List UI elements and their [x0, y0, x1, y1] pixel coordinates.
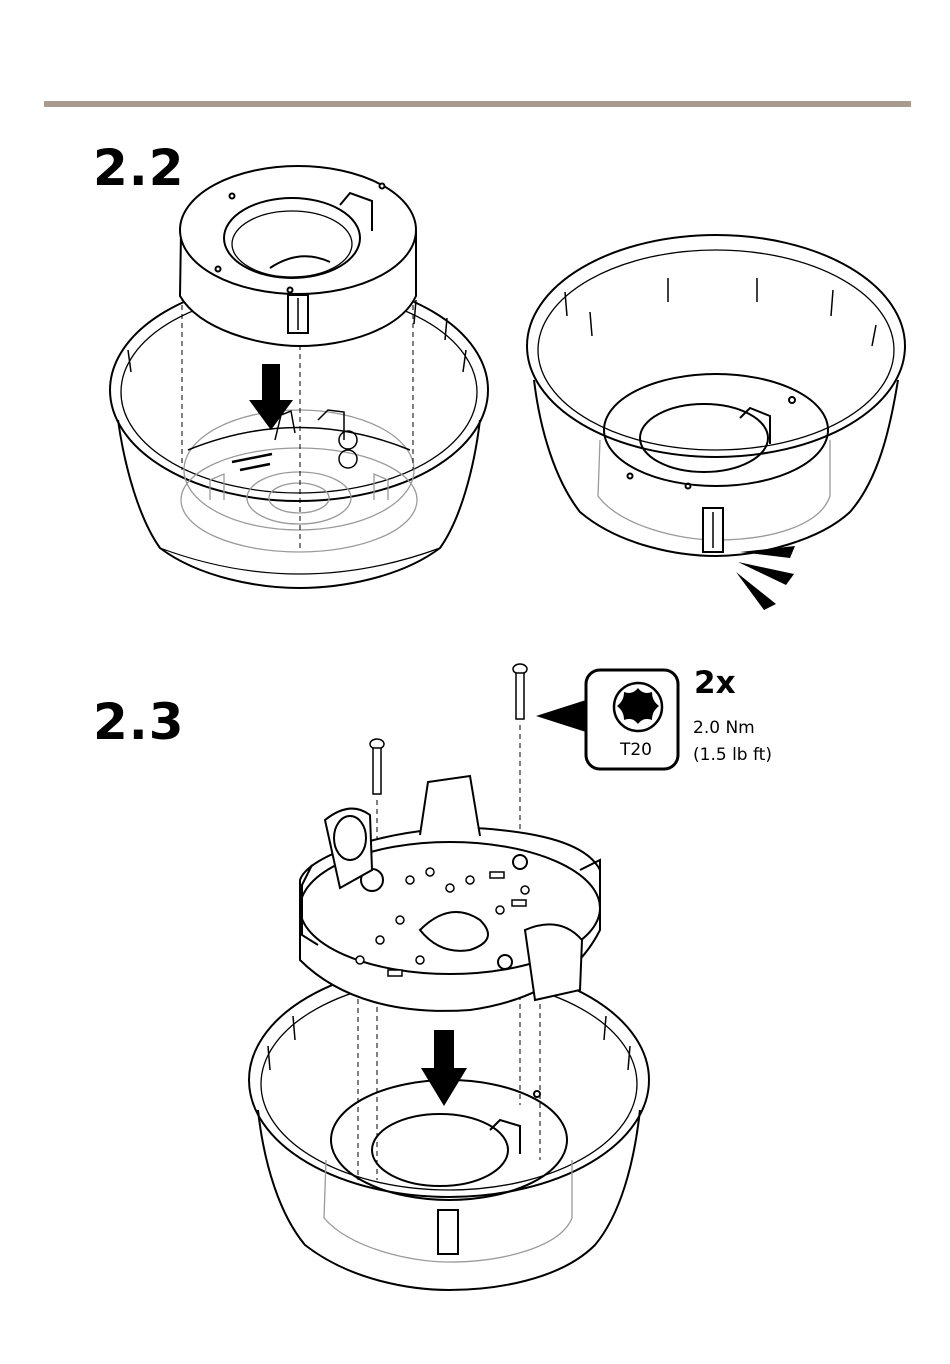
seated-skirt-ring-icon	[604, 374, 828, 489]
mounting-plate-icon	[300, 776, 600, 1011]
callout-pointer-icon	[536, 700, 586, 732]
torque-imperial: (1.5 lb ft)	[693, 747, 772, 764]
screw-icon	[370, 739, 384, 794]
skirt-ring-icon	[180, 166, 416, 346]
torx-icon	[614, 683, 662, 731]
torque-metric: 2.0 Nm	[693, 720, 755, 737]
bit-size-label: T20	[597, 742, 675, 759]
screw-icon	[513, 664, 527, 719]
click-indicator-icon	[736, 546, 795, 610]
insert-arrow-icon	[249, 364, 293, 430]
step-2-2-left-figure	[110, 166, 488, 588]
seated-skirt-ring-icon	[331, 1080, 567, 1200]
step-2-2-right-figure	[527, 235, 905, 610]
screw-quantity: 2x	[694, 668, 736, 699]
insert-arrow-icon	[421, 1030, 467, 1106]
